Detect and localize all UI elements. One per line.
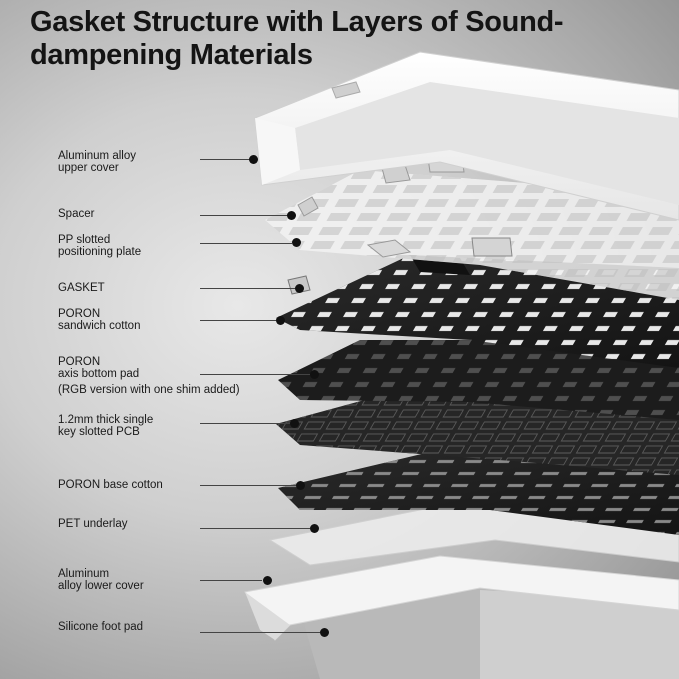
leader-line-pet-underlay bbox=[200, 528, 310, 529]
label-lower-cover: Aluminum alloy lower cover bbox=[58, 568, 144, 592]
label-gasket: GASKET bbox=[58, 282, 105, 294]
label-pcb-line1: 1.2mm thick single bbox=[58, 414, 154, 426]
label-sandwich-cotton-line2: sandwich cotton bbox=[58, 320, 141, 332]
lower-cover-layer bbox=[244, 555, 679, 641]
label-pp-plate: PP slotted positioning plate bbox=[58, 234, 141, 258]
label-lower-cover-line1: Aluminum bbox=[58, 568, 110, 580]
label-pcb-line2: key slotted PCB bbox=[58, 426, 140, 438]
pointer-dot-sandwich-cotton bbox=[276, 316, 285, 325]
label-axis-pad-line1: PORON bbox=[58, 356, 101, 368]
pointer-dot-axis-pad bbox=[310, 370, 319, 379]
label-pp-plate-line2: positioning plate bbox=[58, 246, 142, 258]
label-pet-underlay-line1: PET underlay bbox=[58, 518, 128, 530]
axis-pad-layer bbox=[278, 340, 679, 420]
label-spacer: Spacer bbox=[58, 208, 94, 220]
pointer-dot-pcb bbox=[290, 419, 299, 428]
pp-plate-layer bbox=[265, 170, 679, 300]
label-upper-cover-line2: upper cover bbox=[58, 162, 119, 174]
label-upper-cover-line1: Aluminum alloy bbox=[58, 150, 136, 162]
pointer-dot-base-cotton bbox=[296, 481, 305, 490]
leader-line-axis-pad bbox=[200, 374, 310, 375]
leader-line-upper-cover bbox=[200, 159, 250, 160]
pointer-dot-pet-underlay bbox=[310, 524, 319, 533]
leader-line-base-cotton bbox=[200, 485, 296, 486]
pointer-dot-spacer bbox=[287, 211, 296, 220]
leader-line-lower-cover bbox=[200, 580, 262, 581]
silicone-foot-pad-layer bbox=[300, 585, 679, 679]
label-axis-pad: PORON axis bottom pad (RGB version with … bbox=[58, 356, 240, 396]
label-base-cotton-line1: PORON base cotton bbox=[58, 479, 163, 491]
pointer-dot-foot-pad bbox=[320, 628, 329, 637]
leader-line-sandwich-cotton bbox=[200, 320, 276, 321]
label-spacer-line1: Spacer bbox=[58, 208, 95, 220]
label-lower-cover-line2: alloy lower cover bbox=[58, 580, 144, 592]
pointer-dot-upper-cover bbox=[249, 155, 258, 164]
label-base-cotton: PORON base cotton bbox=[58, 479, 163, 491]
diagram-title: Gasket Structure with Layers of Sound-da… bbox=[30, 6, 564, 71]
label-axis-pad-line3: (RGB version with one shim added) bbox=[58, 384, 240, 396]
label-foot-pad-line1: Silicone foot pad bbox=[58, 621, 144, 633]
leader-line-pp-plate bbox=[200, 243, 292, 244]
label-pp-plate-line1: PP slotted bbox=[58, 234, 111, 246]
label-axis-pad-line2: axis bottom pad bbox=[58, 368, 140, 380]
leader-line-spacer bbox=[200, 215, 288, 216]
base-cotton-layer bbox=[278, 452, 679, 535]
pointer-dot-gasket bbox=[295, 284, 304, 293]
pointer-dot-pp-plate bbox=[292, 238, 301, 247]
label-sandwich-cotton: PORON sandwich cotton bbox=[58, 308, 140, 332]
label-foot-pad: Silicone foot pad bbox=[58, 621, 143, 633]
label-upper-cover: Aluminum alloy upper cover bbox=[58, 150, 136, 174]
label-pet-underlay: PET underlay bbox=[58, 518, 127, 530]
pointer-dot-lower-cover bbox=[263, 576, 272, 585]
leader-line-pcb bbox=[200, 423, 290, 424]
spacer-blocks bbox=[287, 157, 513, 295]
label-sandwich-cotton-line1: PORON bbox=[58, 308, 101, 320]
leader-line-foot-pad bbox=[200, 632, 320, 633]
label-pcb: 1.2mm thick single key slotted PCB bbox=[58, 414, 153, 438]
leader-line-gasket bbox=[200, 288, 296, 289]
upper-cover-layer bbox=[254, 51, 679, 221]
label-gasket-line1: GASKET bbox=[58, 282, 105, 294]
